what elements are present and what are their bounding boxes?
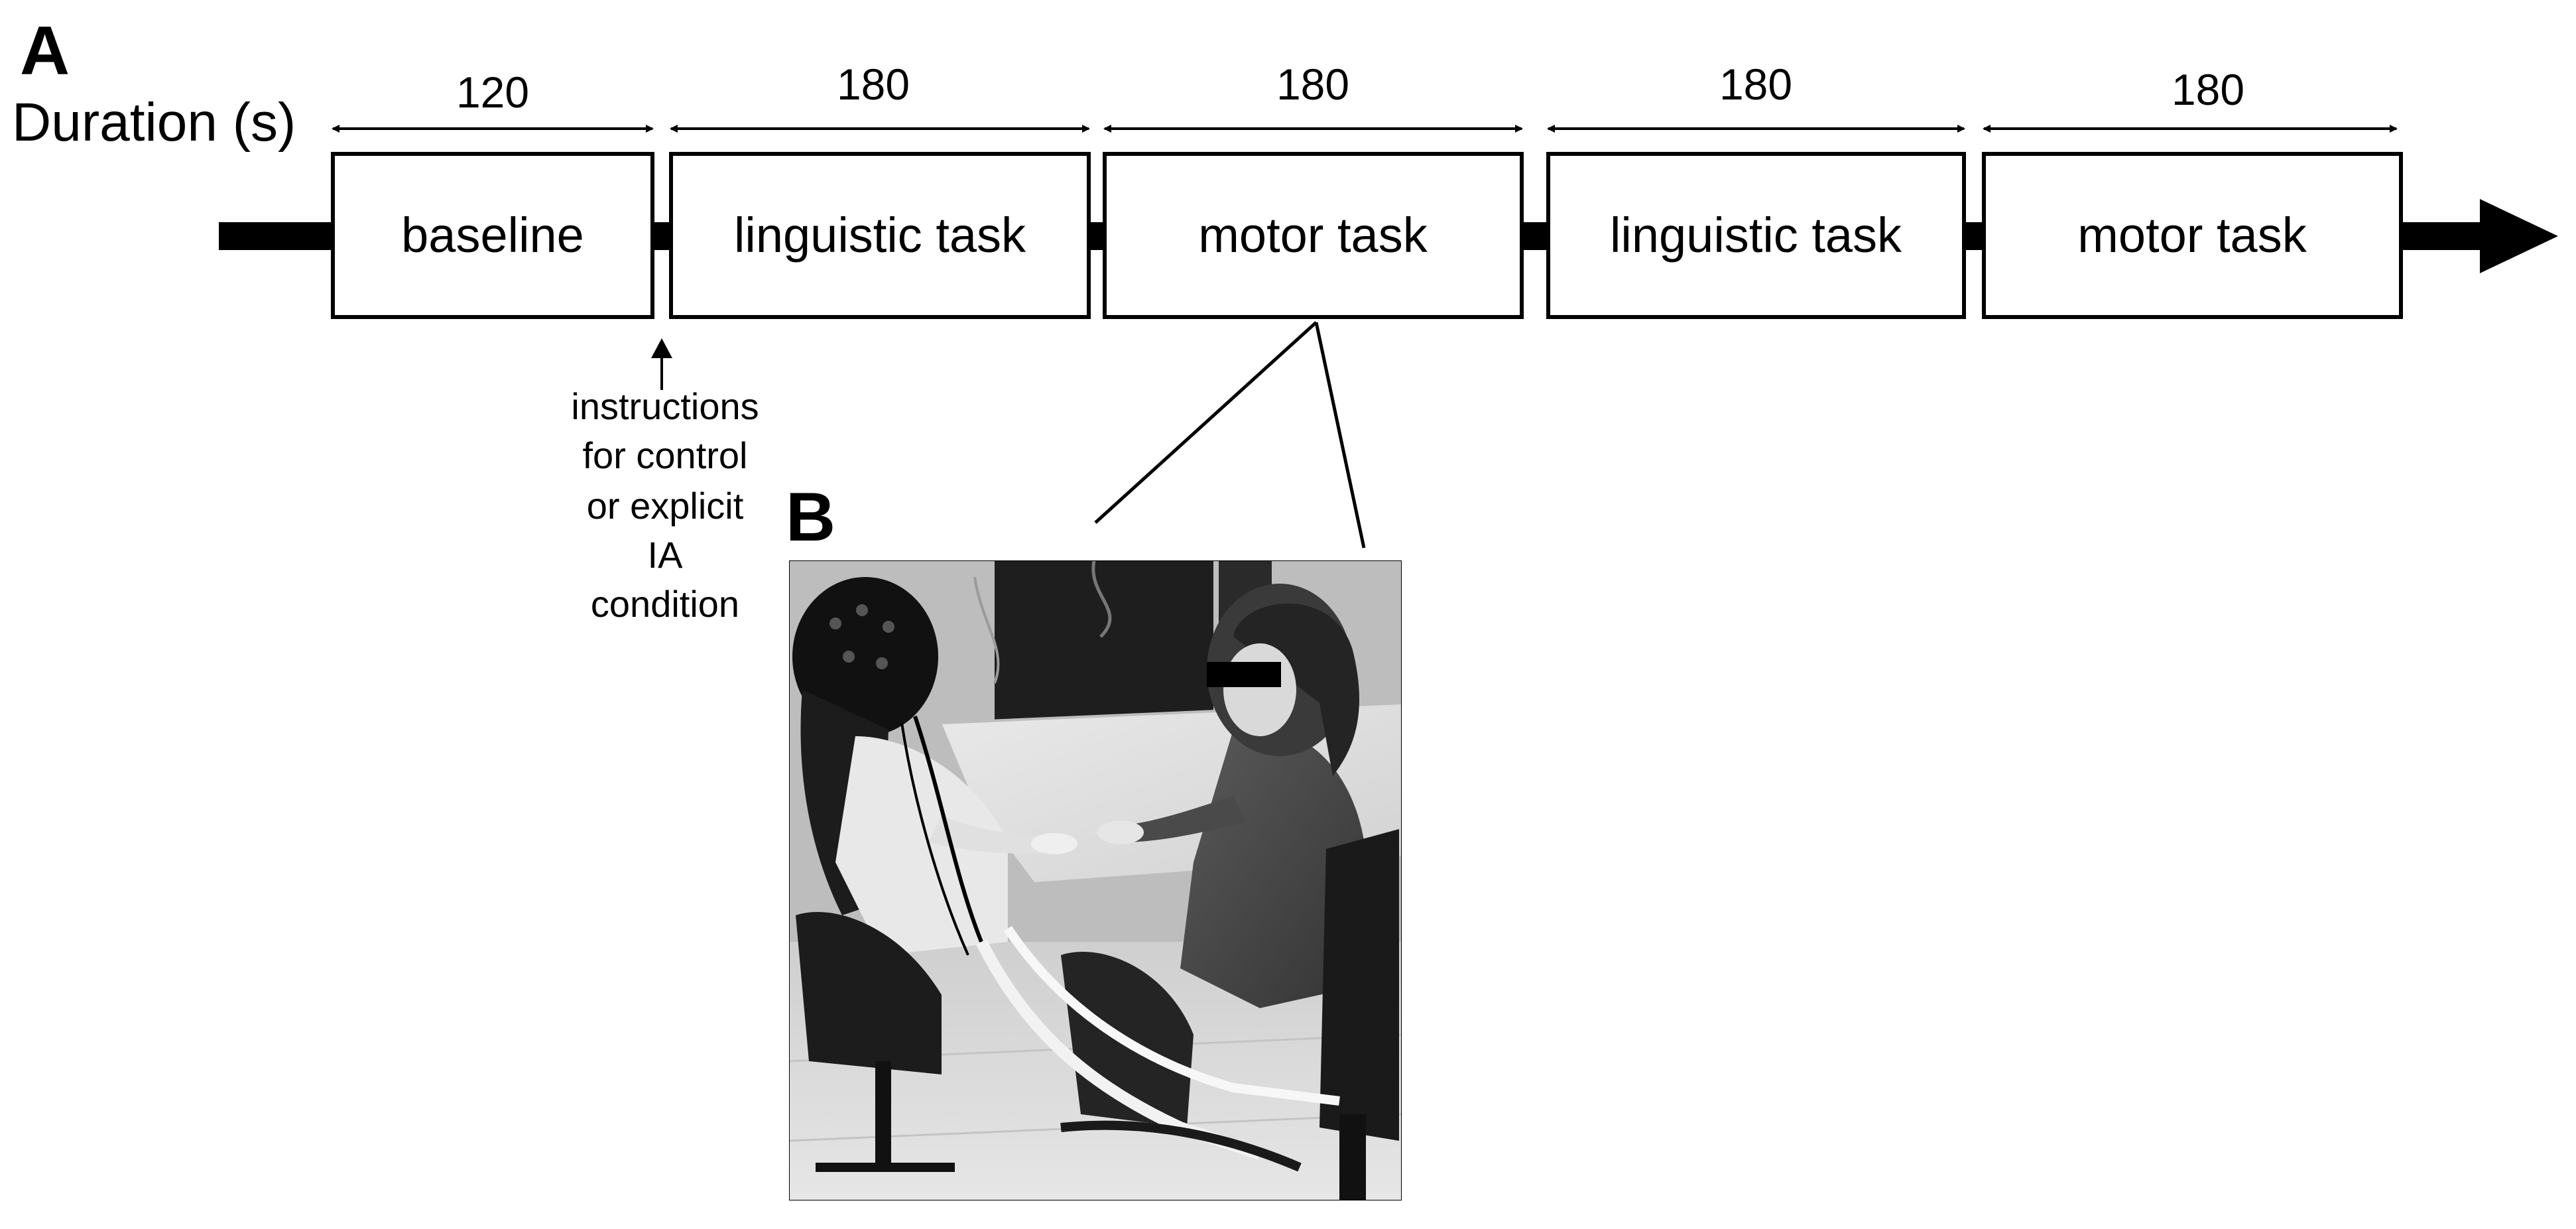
phase-baseline: baseline	[331, 152, 654, 319]
instructions-note-line: instructions	[571, 385, 759, 427]
duration-axis-label: Duration (s)	[12, 92, 296, 153]
zoom-connector	[1094, 321, 1366, 549]
face-mask-bar	[1207, 662, 1281, 687]
panel-a-letter: A	[20, 13, 70, 90]
phase-label: motor task	[2077, 208, 2307, 263]
participant-eeg-cap	[792, 577, 938, 736]
instructions-note-line: or explicit	[587, 485, 744, 527]
phase-linguistic-task-1: linguistic task	[669, 152, 1091, 319]
duration-value: 180	[2172, 65, 2244, 114]
instructions-note-line: IA	[648, 534, 684, 576]
phase-label: linguistic task	[1610, 208, 1902, 263]
duration-value: 120	[456, 68, 529, 117]
phase-motor-task-2: motor task	[1982, 152, 2403, 319]
timeline-arrowhead	[2480, 199, 2558, 273]
phase-label: motor task	[1198, 208, 1428, 263]
instructions-note-line: condition	[591, 583, 739, 625]
phase-linguistic-task-2: linguistic task	[1546, 152, 1966, 319]
phase-motor-task-1: motor task	[1103, 152, 1524, 319]
instructions-note: instructions for control or explicit IA …	[571, 385, 759, 625]
experiment-setup-photo	[789, 560, 1402, 1200]
phase-label: linguistic task	[734, 208, 1026, 263]
duration-value: 180	[1719, 60, 1792, 109]
instructions-pointer	[651, 338, 672, 390]
duration-value: 180	[837, 60, 910, 109]
monitor	[995, 560, 1213, 733]
panel-b-letter: B	[786, 479, 835, 556]
phase-label: baseline	[401, 208, 584, 263]
duration-value: 180	[1276, 60, 1349, 109]
instructions-note-line: for control	[583, 434, 748, 476]
